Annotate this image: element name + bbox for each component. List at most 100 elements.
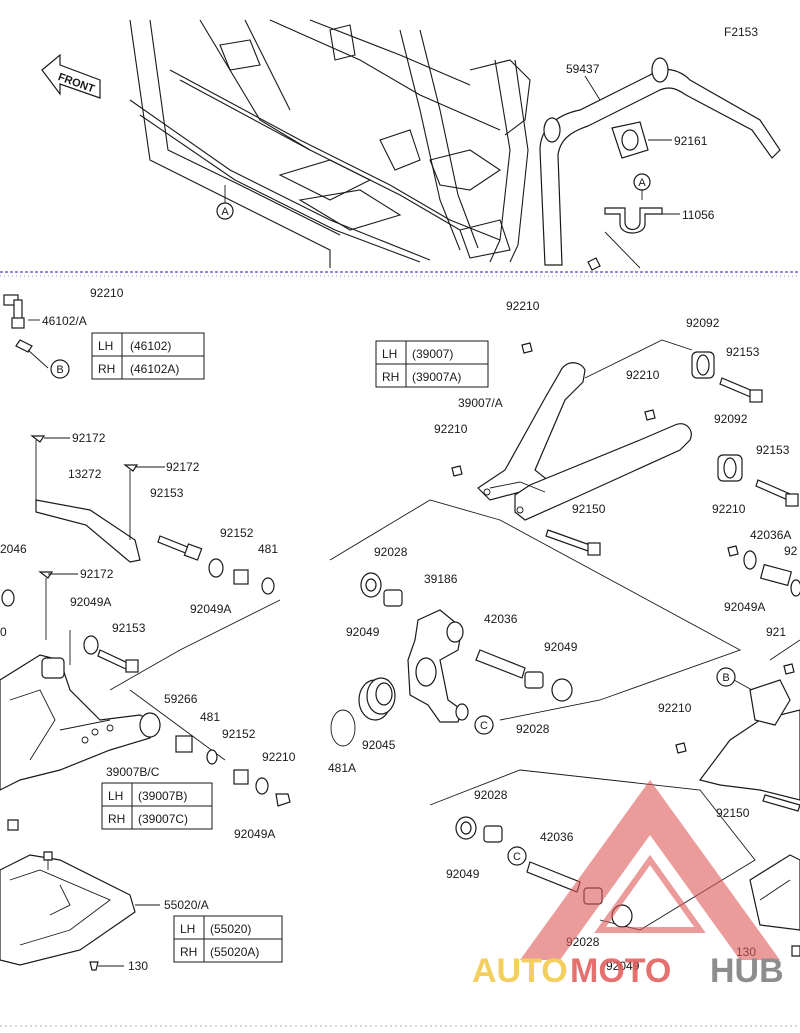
table-39007: LH (39007) RH (39007A): [375, 340, 489, 388]
part-label: 921: [766, 625, 786, 639]
part-labels: F2153 59437 92161 11056 92210 46102/A 92…: [0, 25, 798, 973]
upper-arm-39007: [477, 362, 692, 521]
table-cell: LH: [108, 789, 123, 803]
part-label: 92049A: [234, 827, 275, 841]
part-label: 92049: [346, 625, 380, 639]
front-arrow-icon: FRONT: [41, 53, 101, 99]
watermark-auto: AUTO: [472, 952, 568, 990]
part-label: 59266: [164, 692, 198, 706]
part-label: 92161: [674, 134, 708, 148]
part-label: 92: [784, 544, 798, 558]
callout-b-arm: B: [722, 672, 729, 684]
part-label: 92172: [166, 460, 200, 474]
part-label: 92150: [716, 806, 750, 820]
part-label: 92210: [90, 286, 124, 300]
callout-c-knuckle: C: [480, 720, 488, 732]
part-label: 92049: [544, 640, 578, 654]
part-label: 92028: [474, 788, 508, 802]
bushing-92161: [611, 121, 672, 159]
table-cell: (39007A): [412, 370, 461, 384]
part-label: 92210: [626, 368, 660, 382]
frame-assembly: A: [129, 19, 531, 268]
part-label: 92049A: [70, 595, 111, 609]
table-cell: RH: [98, 362, 115, 376]
part-label: 13272: [68, 467, 102, 481]
part-label: 92049: [606, 959, 640, 973]
lower-arm-39007b: [0, 599, 291, 831]
bracket-13272: [30, 435, 165, 640]
left-hardware: [1, 535, 275, 673]
part-label: 92092: [686, 316, 720, 330]
table-cell: (39007B): [138, 789, 187, 803]
part-label: 92150: [572, 502, 606, 516]
callout-c-lower: C: [513, 851, 521, 863]
part-label: 92045: [362, 738, 396, 752]
part-label: 92210: [712, 502, 746, 516]
part-label: 92028: [374, 545, 408, 559]
part-label: 92152: [220, 526, 254, 540]
part-label: 92210: [262, 750, 296, 764]
part-label: 59437: [566, 62, 600, 76]
part-label: 92172: [80, 567, 114, 581]
part-label: 481A: [328, 761, 356, 775]
part-label: 42036: [484, 612, 518, 626]
table-cell: LH: [180, 922, 195, 936]
part-label: 92153: [726, 345, 760, 359]
part-label: 42036: [540, 830, 574, 844]
watermark-moto: MOTO: [570, 952, 671, 990]
part-label: 46102/A: [42, 314, 87, 328]
table-cell: (55020A): [210, 945, 259, 959]
callout-a-frame: [216, 202, 234, 220]
part-label: 481: [258, 542, 278, 556]
part-label: 92049A: [724, 600, 765, 614]
table-cell: (39007): [412, 347, 453, 361]
callout-b-tierod: B: [56, 364, 63, 376]
table-cell: (55020): [210, 922, 251, 936]
part-label: 92210: [434, 422, 468, 436]
part-label: 130: [128, 959, 148, 973]
knuckle-39186: C: [329, 499, 742, 747]
part-label: 39007/A: [458, 396, 503, 410]
part-label: 39186: [424, 572, 458, 586]
table-cell: RH: [382, 370, 399, 384]
part-label: 92210: [506, 299, 540, 313]
part-label: 92028: [516, 722, 550, 736]
part-label: 11056: [682, 208, 715, 222]
part-label: 55020/A: [164, 898, 209, 912]
table-cell: (46102A): [130, 362, 179, 376]
watermark-logo: AUTO MOTO HUB: [472, 780, 784, 990]
clamp-11056: A: [587, 173, 680, 271]
part-label: 39007B/C: [106, 765, 160, 779]
part-label: 481: [200, 710, 220, 724]
upper-arm-hardware: [451, 339, 799, 556]
part-label: 92049: [446, 867, 480, 881]
part-label: 92153: [112, 621, 146, 635]
part-label: 92172: [72, 431, 106, 445]
table-39007b: LH (39007B) RH (39007C): [101, 782, 213, 830]
part-label: 2046: [0, 542, 27, 556]
part-label: 92049A: [190, 602, 231, 616]
stabilizer-bar: [539, 57, 781, 266]
part-label: 92153: [756, 443, 790, 457]
part-label: 92153: [150, 486, 184, 500]
callout-a-clamp: A: [638, 177, 646, 189]
watermark-hub: HUB: [710, 952, 784, 990]
part-label: 92092: [714, 412, 748, 426]
table-cell: LH: [98, 339, 113, 353]
table-46102: LH (46102) RH (46102A): [91, 332, 205, 380]
part-label: 0: [0, 625, 7, 639]
callout-a-frame-label: A: [221, 206, 229, 218]
part-label: 42036A: [750, 528, 791, 542]
table-cell: (46102): [130, 339, 171, 353]
table-55020: LH (55020) RH (55020A): [173, 915, 283, 963]
right-hardware: [675, 545, 800, 754]
table-cell: LH: [382, 347, 397, 361]
part-label: 92210: [658, 701, 692, 715]
figure-code: F2153: [724, 25, 758, 39]
table-cell: RH: [180, 945, 197, 959]
skid-plate-55020: [0, 851, 160, 971]
part-label: 92152: [222, 727, 256, 741]
tie-rod-end: B: [3, 294, 70, 379]
table-cell: (39007C): [138, 812, 188, 826]
